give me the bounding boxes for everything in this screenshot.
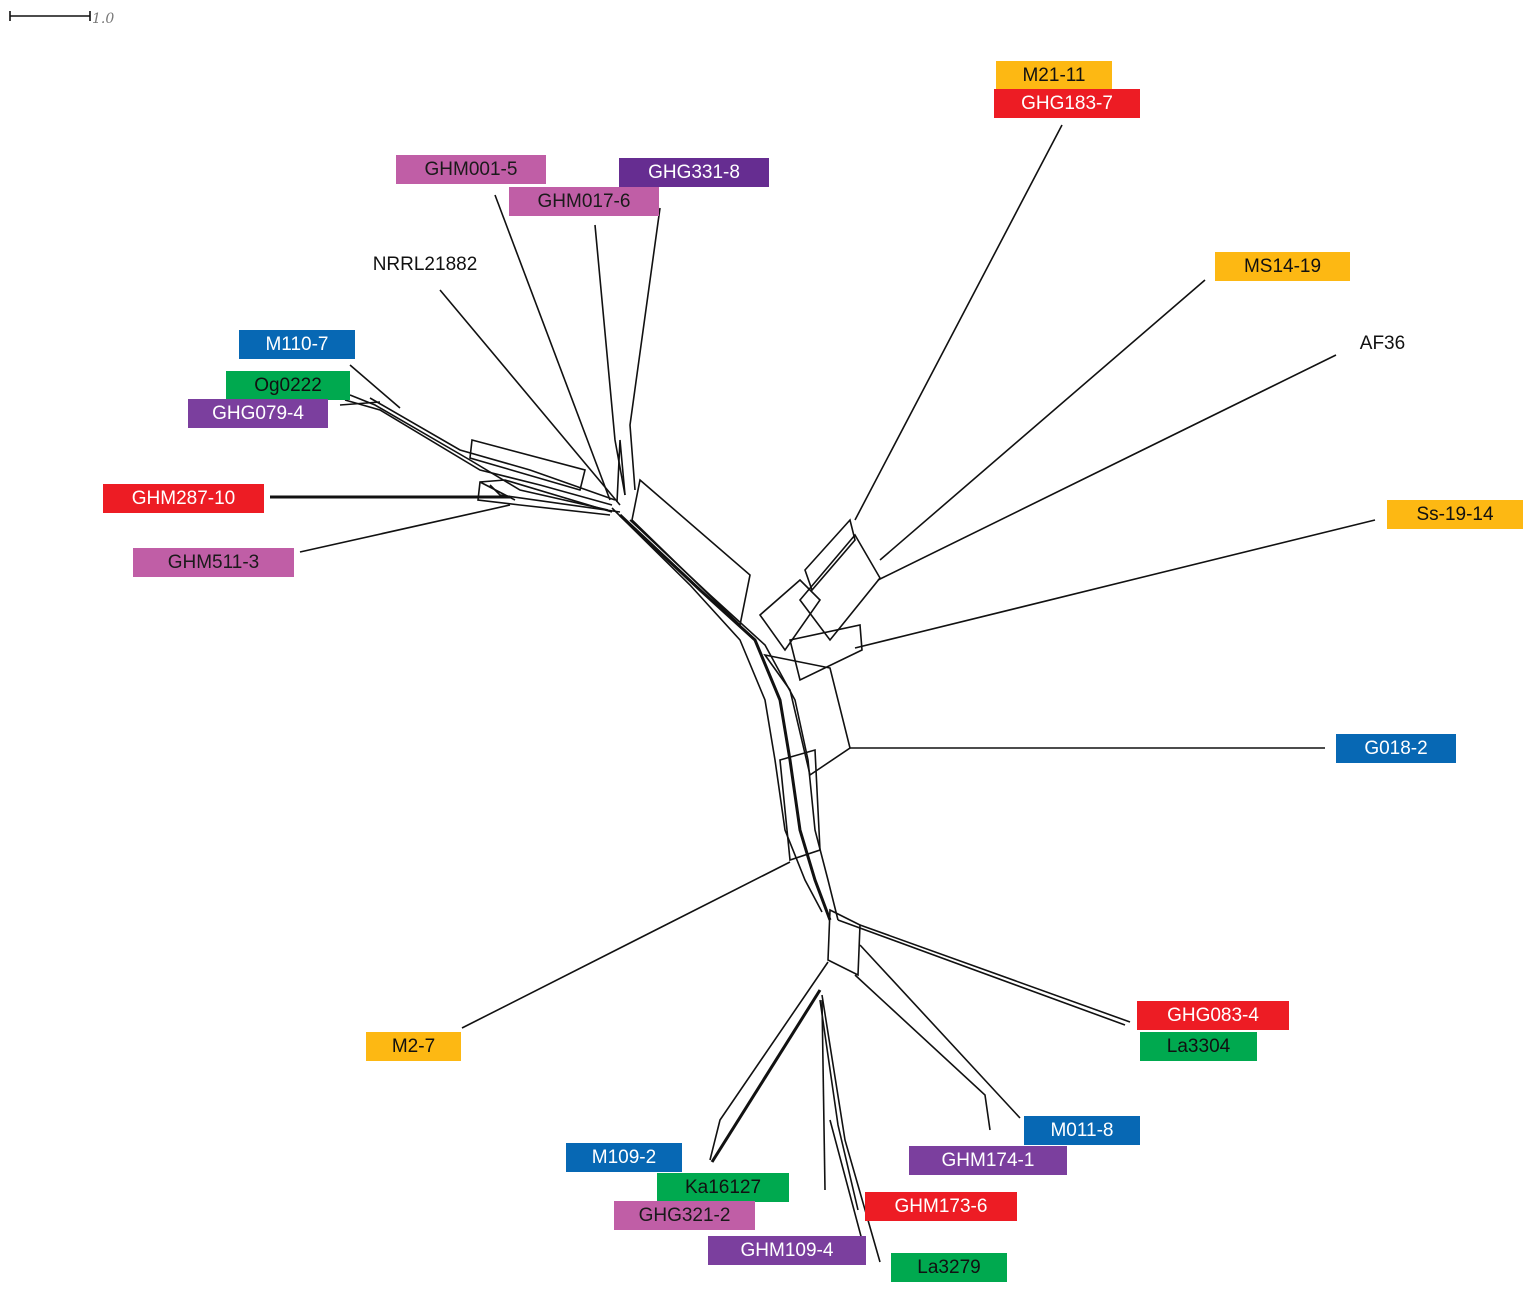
taxon-label-m21-11: M21-11: [996, 61, 1112, 90]
taxon-label-ghm017-6: GHM017-6: [509, 187, 659, 216]
scale-bar-label: 1.0: [92, 11, 114, 27]
taxon-label-ghm511-3: GHM511-3: [133, 548, 294, 577]
taxon-label-ghg321-2: GHG321-2: [614, 1201, 755, 1230]
taxon-label-ghm174-1: GHM174-1: [909, 1146, 1067, 1175]
edge-ghg083-4: [837, 919, 1126, 1026]
edge-ghg321-2: [821, 999, 826, 1191]
taxon-label-ka16127: Ka16127: [657, 1173, 789, 1202]
edge-ghm511-3: [299, 504, 511, 553]
edge-ghm017-6: [594, 224, 626, 496]
edge-m109-2: [709, 961, 829, 1161]
taxon-label-m011-8: M011-8: [1024, 1116, 1140, 1145]
scale-bar: 1.0: [9, 11, 114, 27]
taxon-label-ms14-19: MS14-19: [1215, 252, 1350, 281]
taxon-label-ghm001-5: GHM001-5: [396, 155, 546, 184]
edge-la3279: [821, 994, 881, 1263]
edge-ghm173-6: [819, 999, 859, 1211]
edge-ghg331-8: [629, 207, 661, 491]
edge-m2-7: [461, 861, 791, 1029]
taxon-label-ghg079-4: GHG079-4: [188, 399, 328, 428]
taxon-label-m110-7: M110-7: [239, 330, 355, 359]
network-edges: [270, 124, 1376, 1263]
taxon-label-ghm109-4: GHM109-4: [708, 1236, 866, 1265]
taxon-label-la3304: La3304: [1140, 1032, 1257, 1061]
edge-ms14-19: [879, 279, 1206, 561]
edge-ghm109-4: [829, 1119, 863, 1241]
taxon-label-af36: AF36: [1359, 333, 1406, 354]
edge-af36: [877, 354, 1337, 581]
edge-ghg183-7: [854, 124, 1063, 521]
taxon-label-ghm173-6: GHM173-6: [865, 1192, 1017, 1221]
edge-ss-19-14: [854, 519, 1376, 649]
edge-m011-8: [859, 944, 1021, 1119]
edge-ghm001-5: [494, 194, 611, 501]
taxon-label-og0222: Og0222: [226, 371, 350, 400]
taxon-label-ghg083-4: GHG083-4: [1137, 1001, 1289, 1030]
taxon-label-g018-2: G018-2: [1336, 734, 1456, 763]
taxon-label-ss-19-14: Ss-19-14: [1387, 500, 1523, 529]
taxon-label-nrrl21882: NRRL21882: [372, 254, 478, 275]
edge-nrrl21882: [439, 289, 621, 506]
taxon-label-la3279: La3279: [891, 1253, 1007, 1282]
taxon-label-ghg183-7: GHG183-7: [994, 89, 1140, 118]
taxon-label-ghg331-8: GHG331-8: [619, 158, 769, 187]
edge-ghm174-1: [854, 974, 991, 1131]
taxon-label-ghm287-10: GHM287-10: [103, 484, 264, 513]
edge-ka16127: [710, 989, 822, 1163]
taxon-label-m2-7: M2-7: [366, 1032, 461, 1061]
taxon-label-m109-2: M109-2: [566, 1143, 682, 1172]
